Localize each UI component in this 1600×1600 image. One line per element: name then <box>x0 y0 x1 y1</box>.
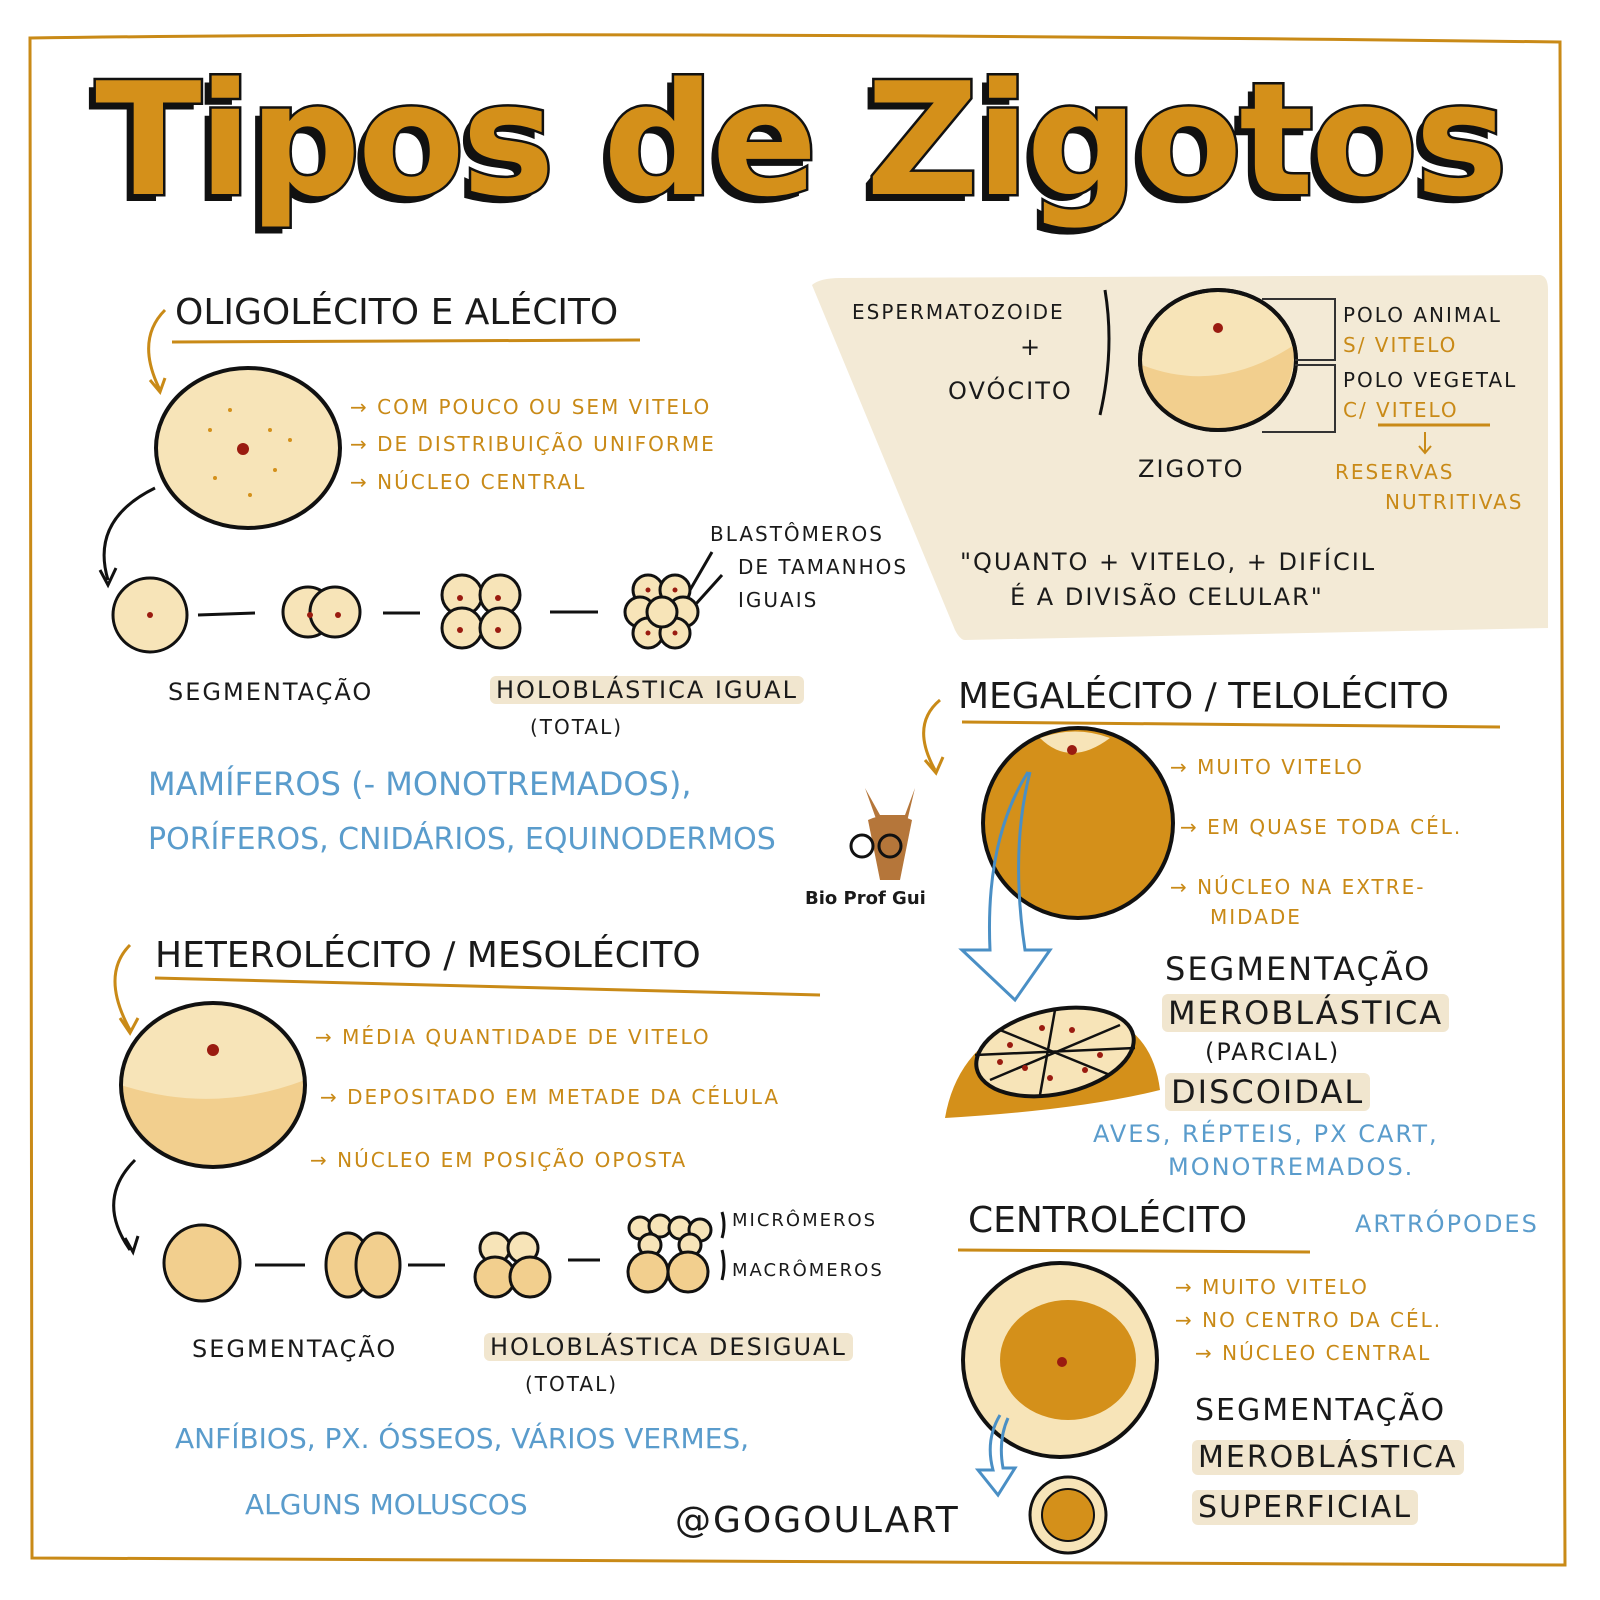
heterolecito-heading: HETEROLÉCITO / MESOLÉCITO <box>155 935 701 976</box>
heterolecito-cleavage-stages <box>162 1211 726 1303</box>
quote-line-2: É A DIVISÃO CELULAR" <box>1010 583 1324 611</box>
segmentation-label: SEGMENTAÇÃO <box>168 678 374 706</box>
reserves-label-2: NUTRITIVAS <box>1385 490 1524 514</box>
bio-prof-gui-logo <box>849 788 915 880</box>
zygote-label: ZIGOTO <box>1138 455 1245 483</box>
centrolecito-fact: → NO CENTRO DA CÉL. <box>1175 1308 1443 1332</box>
centrolecito-group: ARTRÓPODES <box>1355 1210 1539 1238</box>
animal-pole-note: S/ VITELO <box>1343 333 1458 357</box>
examples-line-1: ANFÍBIOS, PX. ÓSSEOS, VÁRIOS VERMES, <box>175 1422 750 1455</box>
segmentation-label: SEGMENTAÇÃO <box>192 1335 398 1363</box>
examples-line-2: MONOTREMADOS. <box>1168 1153 1415 1181</box>
cleavage-type: HOLOBLÁSTICA DESIGUAL <box>484 1333 853 1361</box>
cleavage-subtype: DISCOIDAL <box>1165 1073 1371 1111</box>
heterolecito-fact: → MÉDIA QUANTIDADE DE VITELO <box>315 1025 711 1049</box>
cleavage-type: MEROBLÁSTICA <box>1192 1440 1464 1475</box>
macromeres-label: MACRÔMEROS <box>732 1260 884 1281</box>
segmentation-label: SEGMENTAÇÃO <box>1165 950 1432 988</box>
zygote-diagram <box>1098 288 1490 455</box>
intro-panel <box>812 275 1548 640</box>
cleavage-type: HOLOBLÁSTICA IGUAL <box>490 676 804 704</box>
examples-line-1: AVES, RÉPTEIS, PX CART, <box>1093 1120 1439 1148</box>
oligolecito-fact: → NÚCLEO CENTRAL <box>350 470 587 494</box>
centrolecito-fact: → MUITO VITELO <box>1175 1275 1369 1299</box>
author-credit: @GOGOULART <box>675 1500 960 1541</box>
vegetal-pole-note: C/ VITELO <box>1343 398 1459 422</box>
blastomeres-label-3: IGUAIS <box>738 588 819 612</box>
megalecito-fact: → EM QUASE TODA CÉL. <box>1180 815 1463 839</box>
vegetal-pole-label: POLO VEGETAL <box>1343 368 1518 392</box>
blue-arrow-superficial <box>974 1414 1018 1498</box>
plus-sign: + <box>1020 333 1043 361</box>
oocyte-label: OVÓCITO <box>948 377 1073 405</box>
discoidal-cleavage <box>945 1005 1160 1118</box>
sperm-label: ESPERMATOZOIDE <box>852 300 1065 324</box>
centrolecito-heading: CENTROLÉCITO <box>968 1200 1248 1241</box>
megalecito-fact: MIDADE <box>1210 905 1302 929</box>
megalecito-egg <box>981 726 1175 920</box>
heterolecito-egg <box>119 1001 307 1169</box>
blue-arrow-discoidal <box>958 771 1053 1003</box>
oligolecito-fact: → COM POUCO OU SEM VITELO <box>350 395 712 419</box>
centrolecito-fact: → NÚCLEO CENTRAL <box>1195 1341 1432 1365</box>
logo-text: Bio Prof Gui <box>805 888 926 909</box>
animal-pole-label: POLO ANIMAL <box>1343 303 1502 327</box>
segmentation-label: SEGMENTAÇÃO <box>1195 1393 1447 1428</box>
blastomeres-label-2: DE TAMANHOS <box>738 555 909 579</box>
oligolecito-cleavage-stages <box>111 551 724 654</box>
cleavage-type: MEROBLÁSTICA <box>1162 994 1450 1032</box>
megalecito-heading: MEGALÉCITO / TELOLÉCITO <box>958 676 1449 717</box>
centrolecito-egg <box>961 1261 1159 1459</box>
cleavage-type-note: (TOTAL) <box>530 715 624 739</box>
examples-line-2: PORÍFEROS, CNIDÁRIOS, EQUINODERMOS <box>148 822 776 857</box>
cleavage-subtype: SUPERFICIAL <box>1192 1490 1419 1525</box>
blastomeres-label: BLASTÔMEROS <box>710 522 884 546</box>
superficial-cleavage <box>1028 1475 1108 1555</box>
heterolecito-fact: → DEPOSITADO EM METADE DA CÉLULA <box>320 1085 781 1109</box>
frame-border <box>28 33 1567 1567</box>
examples-line-2: ALGUNS MOLUSCOS <box>245 1488 528 1521</box>
reserves-label: RESERVAS <box>1335 460 1455 484</box>
cleavage-type-note: (PARCIAL) <box>1205 1038 1341 1066</box>
oligolecito-heading: OLIGOLÉCITO E ALÉCITO <box>175 292 619 333</box>
heterolecito-fact: → NÚCLEO EM POSIÇÃO OPOSTA <box>310 1148 688 1172</box>
megalecito-fact: → MUITO VITELO <box>1170 755 1364 779</box>
examples-line-1: MAMÍFEROS (- MONOTREMADOS), <box>148 765 692 803</box>
micromeres-label: MICRÔMEROS <box>732 1210 878 1231</box>
oligolecito-egg <box>154 366 342 530</box>
quote-line-1: "QUANTO + VITELO, + DIFÍCIL <box>960 548 1377 576</box>
megalecito-fact: → NÚCLEO NA EXTRE- <box>1170 875 1426 899</box>
page-title: Tipos de Zigotos <box>93 49 1511 231</box>
oligolecito-fact: → DE DISTRIBUIÇÃO UNIFORME <box>350 432 716 456</box>
cleavage-type-note: (TOTAL) <box>525 1372 619 1396</box>
